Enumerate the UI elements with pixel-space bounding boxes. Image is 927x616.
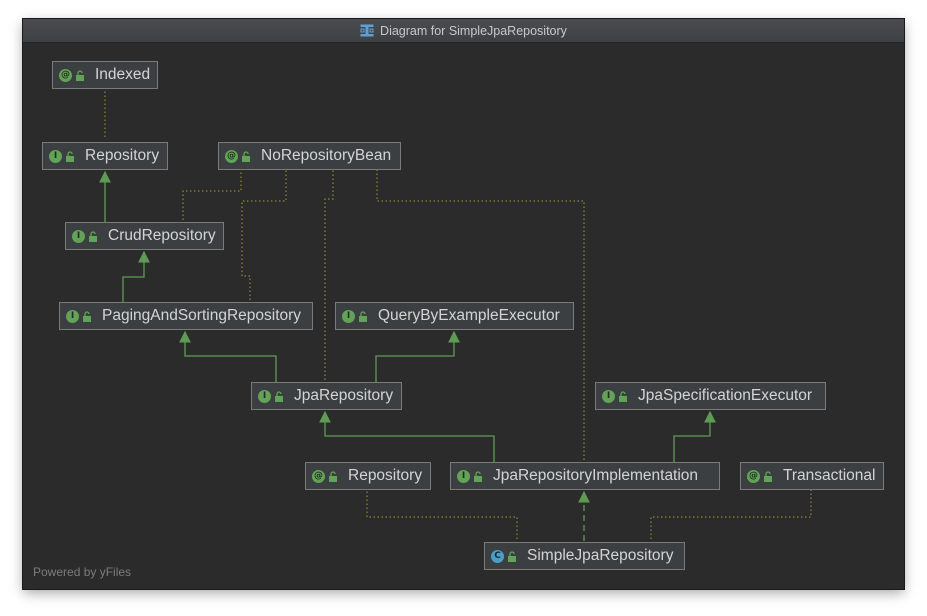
interface-badge-icon: I [342, 309, 355, 323]
lock-open-icon [764, 470, 772, 482]
lock-open-icon [619, 390, 627, 402]
edge-jparepoimpl-jpaspec [673, 410, 716, 462]
lock-open-icon [474, 470, 482, 482]
powered-by-label: Powered by yFiles [33, 565, 132, 579]
node-crudrepository[interactable]: I CrudRepository [65, 222, 224, 250]
window-title: Diagram for SimpleJpaRepository [380, 23, 567, 38]
diagram-icon [360, 24, 374, 37]
interface-badge-icon: I [72, 229, 85, 243]
lock-open-icon [83, 310, 91, 322]
node-label: JpaRepositoryImplementation [493, 467, 699, 484]
node-jparepository[interactable]: I JpaRepository [251, 382, 402, 410]
node-transactional[interactable]: @ Transactional [740, 462, 884, 490]
node-label: SimpleJpaRepository [527, 547, 674, 564]
annotation-badge-icon: @ [312, 469, 325, 483]
node-querybyexampleexecutor[interactable]: I QueryByExampleExecutor [335, 302, 574, 330]
edge-jparepoimpl-norepobean [376, 170, 585, 460]
edge-jparepoimpl-jpa [319, 410, 495, 462]
edge-crud-norepobean [182, 170, 242, 220]
lock-open-icon [76, 69, 84, 81]
node-pagingandsortingrepository[interactable]: I PagingAndSortingRepository [59, 302, 313, 330]
lock-open-icon [89, 230, 97, 242]
class-badge-icon: C [491, 549, 504, 563]
node-label: CrudRepository [108, 227, 216, 244]
edge-jpa-norepobean [324, 170, 334, 380]
node-label: Repository [85, 147, 160, 164]
edge-simple-transactional [650, 490, 812, 539]
edge-jpa-paging [179, 330, 277, 382]
interface-badge-icon: I [457, 469, 470, 483]
node-jparepositoryimplementation[interactable]: I JpaRepositoryImplementation [450, 462, 720, 490]
window-titlebar: Diagram for SimpleJpaRepository [23, 19, 904, 43]
node-simplejparepository[interactable]: C SimpleJpaRepository [484, 542, 685, 570]
node-label: JpaRepository [294, 387, 394, 404]
lock-open-icon [508, 550, 516, 562]
edge-simple-repoannotation [366, 490, 518, 539]
node-jpaspecificationexecutor[interactable]: I JpaSpecificationExecutor [595, 382, 826, 410]
lock-open-icon [242, 150, 250, 162]
edge-paging-norepobean [241, 170, 287, 300]
annotation-badge-icon: @ [225, 149, 238, 163]
node-label: Repository [348, 467, 423, 484]
node-label: Transactional [783, 467, 876, 484]
interface-badge-icon: I [602, 389, 615, 403]
node-indexed[interactable]: @ Indexed [52, 61, 158, 89]
node-label: QueryByExampleExecutor [378, 307, 560, 324]
diagram-window: Diagram for SimpleJpaRepository [23, 19, 904, 589]
annotation-badge-icon: @ [59, 68, 72, 82]
node-label: Indexed [95, 66, 151, 83]
lock-open-icon [329, 470, 337, 482]
node-repository-annotation[interactable]: @ Repository [305, 462, 431, 490]
interface-badge-icon: I [49, 149, 62, 163]
edge-jpa-querybyexample [375, 330, 460, 382]
node-label: JpaSpecificationExecutor [638, 387, 813, 404]
lock-open-icon [66, 150, 74, 162]
annotation-badge-icon: @ [747, 469, 760, 483]
node-label: NoRepositoryBean [261, 147, 392, 164]
node-repository[interactable]: I Repository [42, 142, 168, 170]
lock-open-icon [275, 390, 283, 402]
interface-badge-icon: I [66, 309, 79, 323]
node-label: PagingAndSortingRepository [102, 307, 302, 324]
edge-paging-crud [122, 250, 150, 302]
interface-badge-icon: I [258, 389, 271, 403]
node-norepositorybean[interactable]: @ NoRepositoryBean [218, 142, 401, 170]
diagram-edges [99, 91, 812, 541]
lock-open-icon [359, 310, 367, 322]
